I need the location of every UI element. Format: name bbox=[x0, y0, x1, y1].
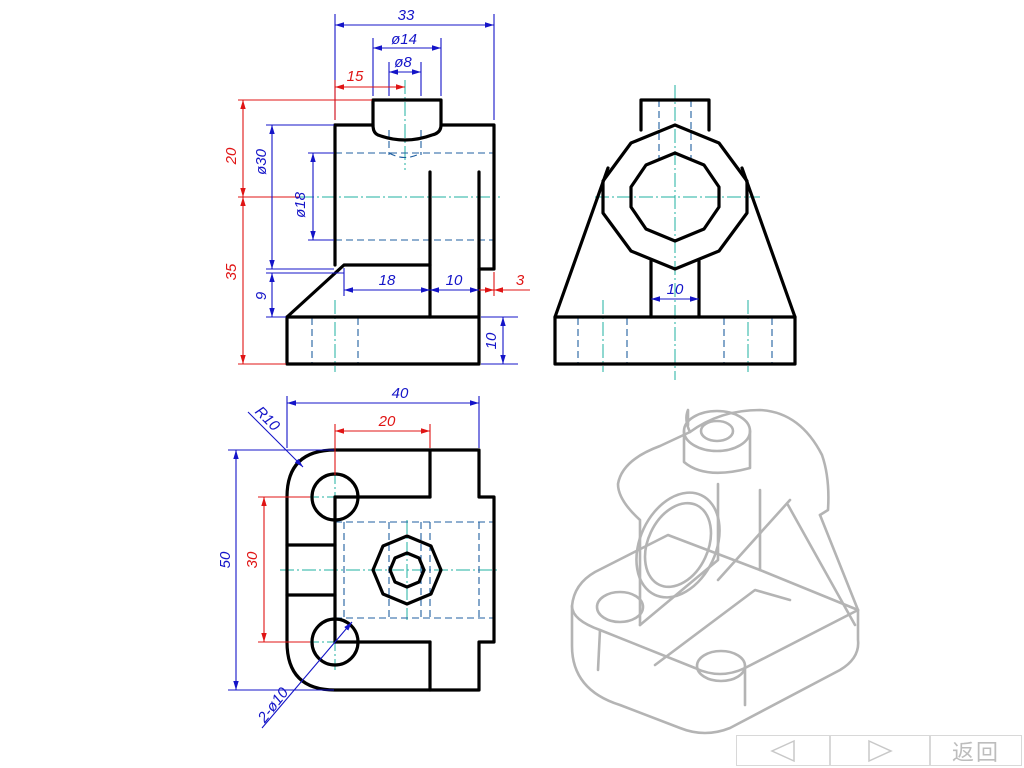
next-button[interactable] bbox=[830, 735, 930, 766]
prev-button[interactable] bbox=[736, 735, 830, 766]
dim-step-height: 9 bbox=[253, 291, 270, 300]
dim-overall-width-top: 50 bbox=[217, 551, 234, 568]
dim-hole-spacing-x: 20 bbox=[378, 413, 396, 430]
dim-boss-offset: 15 bbox=[347, 68, 364, 85]
dim-overall-width: 33 bbox=[398, 7, 415, 24]
dim-bore-dia: ø18 bbox=[292, 191, 309, 218]
dim-step-length: 18 bbox=[379, 272, 396, 289]
isometric-view bbox=[570, 408, 860, 735]
dim-corner-radius: R10 bbox=[251, 403, 283, 435]
dim-boss-hole-dia: ø8 bbox=[394, 54, 412, 71]
dim-back-offset: 3 bbox=[516, 272, 525, 289]
dim-center-height: 35 bbox=[223, 263, 240, 280]
dim-boss-outer-dia: ø14 bbox=[391, 31, 417, 48]
back-button[interactable]: 返回 bbox=[930, 735, 1022, 766]
dim-overall-length: 40 bbox=[392, 385, 409, 402]
dim-base-thickness: 10 bbox=[483, 332, 500, 349]
triangle-right-icon bbox=[868, 739, 893, 762]
dim-boss-height: 20 bbox=[223, 147, 240, 165]
dim-hole-spacing-y: 30 bbox=[244, 551, 261, 568]
triangle-left-icon bbox=[770, 739, 795, 762]
dim-bore-outer-dia: ø30 bbox=[253, 148, 270, 175]
dim-rib-width: 10 bbox=[667, 281, 684, 298]
front-view: 33 ø14 ø8 15 20 35 ø30 ø18 bbox=[223, 7, 530, 372]
top-view: 40 20 R10 50 30 2-ø10 bbox=[217, 385, 500, 729]
dim-rib-thickness: 10 bbox=[446, 272, 463, 289]
side-view: 10 bbox=[553, 85, 797, 380]
